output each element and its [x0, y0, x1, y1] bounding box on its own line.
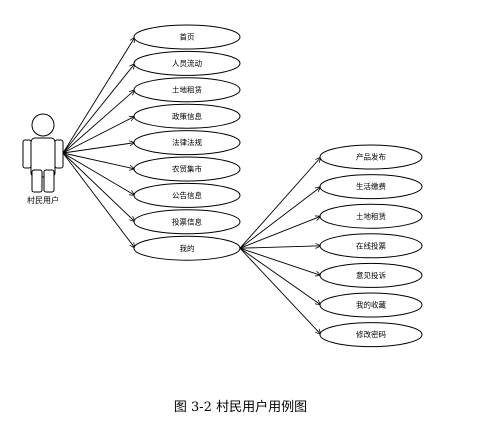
include-arrow — [239, 187, 321, 249]
actor-association-lines — [62, 37, 135, 248]
use-case-ellipse — [133, 209, 241, 235]
association-arrow — [62, 152, 135, 169]
use-case-label: 人员流动 — [172, 58, 202, 68]
include-arrow — [239, 247, 321, 305]
use-case-label: 土地租赁 — [356, 211, 386, 221]
use-case-label: 生活缴费 — [356, 181, 386, 191]
use-case-ellipse — [133, 24, 241, 50]
include-arrow — [239, 157, 321, 249]
use-case-ellipse — [319, 203, 423, 229]
use-case-ellipse — [133, 103, 241, 129]
use-case-label: 修改密码 — [356, 329, 386, 339]
association-arrow — [62, 116, 135, 154]
actor-label: 村民用户 — [27, 195, 59, 205]
actor-right-arm — [54, 139, 64, 169]
use-case-ellipse — [319, 262, 423, 288]
use-case-label: 在线投票 — [356, 240, 386, 250]
use-case-label: 农贸集市 — [172, 164, 202, 174]
actor-head — [31, 113, 55, 137]
include-arrow — [239, 246, 321, 248]
use-case-label: 公告信息 — [172, 190, 202, 200]
actor-left-arm — [22, 139, 32, 169]
association-arrow — [62, 152, 135, 222]
include-arrow — [239, 247, 321, 334]
actor-left-leg — [31, 169, 43, 193]
use-case-label: 投票信息 — [172, 216, 202, 226]
use-case-ellipse — [133, 182, 241, 208]
use-case-label: 土地租赁 — [172, 84, 202, 94]
use-case-ellipse — [133, 77, 241, 103]
include-arrow — [239, 247, 321, 275]
use-case-label: 首页 — [180, 32, 195, 42]
use-case-ellipse — [133, 156, 241, 182]
association-arrow — [62, 143, 135, 154]
use-case-ellipse — [319, 292, 423, 318]
use-case-label: 法律法规 — [172, 137, 202, 147]
association-arrow — [62, 63, 135, 154]
use-case-label: 政策信息 — [172, 111, 202, 121]
actor-figure — [22, 113, 64, 193]
use-case-ellipse — [133, 130, 241, 156]
association-arrow — [62, 37, 135, 154]
association-arrow — [62, 152, 135, 195]
use-case-ellipse — [319, 144, 423, 170]
actor-right-leg — [43, 169, 55, 193]
association-arrow — [62, 152, 135, 248]
use-case-label: 产品发布 — [356, 152, 386, 162]
association-arrow — [62, 90, 135, 154]
use-case-ellipse — [133, 235, 241, 261]
figure-caption: 图 3-2 村民用户用例图 — [173, 400, 308, 415]
use-case-ellipse — [133, 50, 241, 76]
include-arrow — [239, 216, 321, 249]
use-case-label: 我的收藏 — [356, 300, 386, 310]
use-case-ellipse — [319, 174, 423, 200]
use-case-label: 意见投诉 — [356, 270, 386, 280]
include-association-lines — [239, 157, 321, 335]
use-case-ellipse — [319, 233, 423, 259]
use-case-ellipse — [319, 322, 423, 348]
use-case-label: 我的 — [180, 243, 195, 253]
